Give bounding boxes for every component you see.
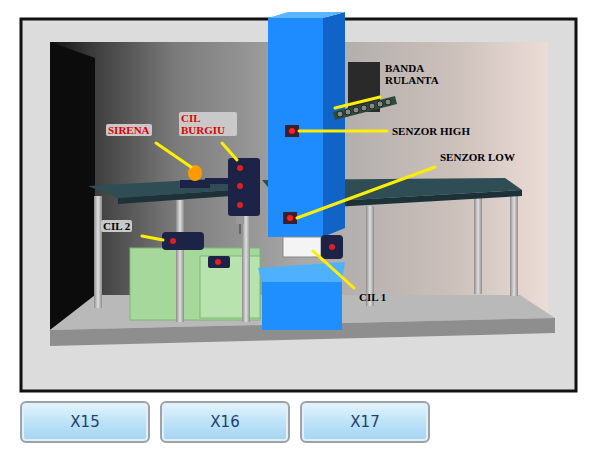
table-leg [510, 190, 518, 296]
part-label: CIL BURGIU [179, 112, 237, 136]
belt-roller [369, 103, 375, 109]
cylinder-light [237, 183, 243, 189]
part-label: CIL 2 [101, 220, 132, 232]
button-label: X16 [210, 413, 239, 431]
leader-line [299, 130, 387, 133]
leader-line [156, 143, 191, 167]
sensor-light [287, 215, 293, 221]
frame [21, 19, 576, 391]
part-label: BANDA RULANTA [385, 62, 451, 86]
belt-roller [385, 99, 391, 105]
leader-line [222, 143, 237, 160]
green-block [130, 248, 260, 320]
table-leg [176, 200, 184, 322]
conveyor-belt [333, 96, 397, 120]
sensor-low [283, 212, 297, 224]
belt-roller [337, 111, 343, 117]
part-label: CIL 1 [359, 291, 386, 303]
drill-bit [239, 224, 241, 234]
signal-button: X15 [20, 401, 150, 443]
drill-cylinder [228, 158, 260, 216]
blue-bin [262, 280, 342, 330]
cylinder-light [237, 165, 243, 171]
storage-column-top [268, 12, 345, 18]
part-label: SIRENA [106, 124, 152, 136]
leader-line [335, 97, 380, 108]
cylinder-2 [162, 232, 204, 250]
sensor-high [285, 125, 299, 137]
drill-chuck [236, 216, 244, 224]
signal-button: X17 [300, 401, 430, 443]
siren-base [180, 180, 210, 188]
belt-roller [345, 109, 351, 115]
cylinder-light [170, 238, 176, 244]
green-block [200, 256, 260, 318]
leader-line [142, 236, 163, 240]
part-label: SENZOR HIGH [392, 125, 470, 137]
leader-line [297, 167, 435, 218]
leader-lines [142, 97, 435, 288]
cylinder-light [237, 202, 243, 208]
table-leg [474, 194, 482, 294]
belt-roller [361, 105, 367, 111]
cylinder-light [329, 244, 335, 250]
sensor-light [289, 128, 295, 134]
leader-line [313, 251, 354, 288]
storage-column [268, 18, 323, 237]
belt-roller [353, 107, 359, 113]
blue-bin-rim [258, 262, 345, 282]
cylinder-2-end [208, 256, 230, 268]
cylinder-light [215, 259, 221, 265]
signal-button: X16 [160, 401, 290, 443]
part-label: SENZOR LOW [440, 151, 515, 163]
cylinder-1-end [321, 235, 343, 259]
table-leg [94, 196, 102, 308]
belt-roller [377, 101, 383, 107]
button-label: X15 [70, 413, 99, 431]
button-label: X17 [350, 413, 379, 431]
